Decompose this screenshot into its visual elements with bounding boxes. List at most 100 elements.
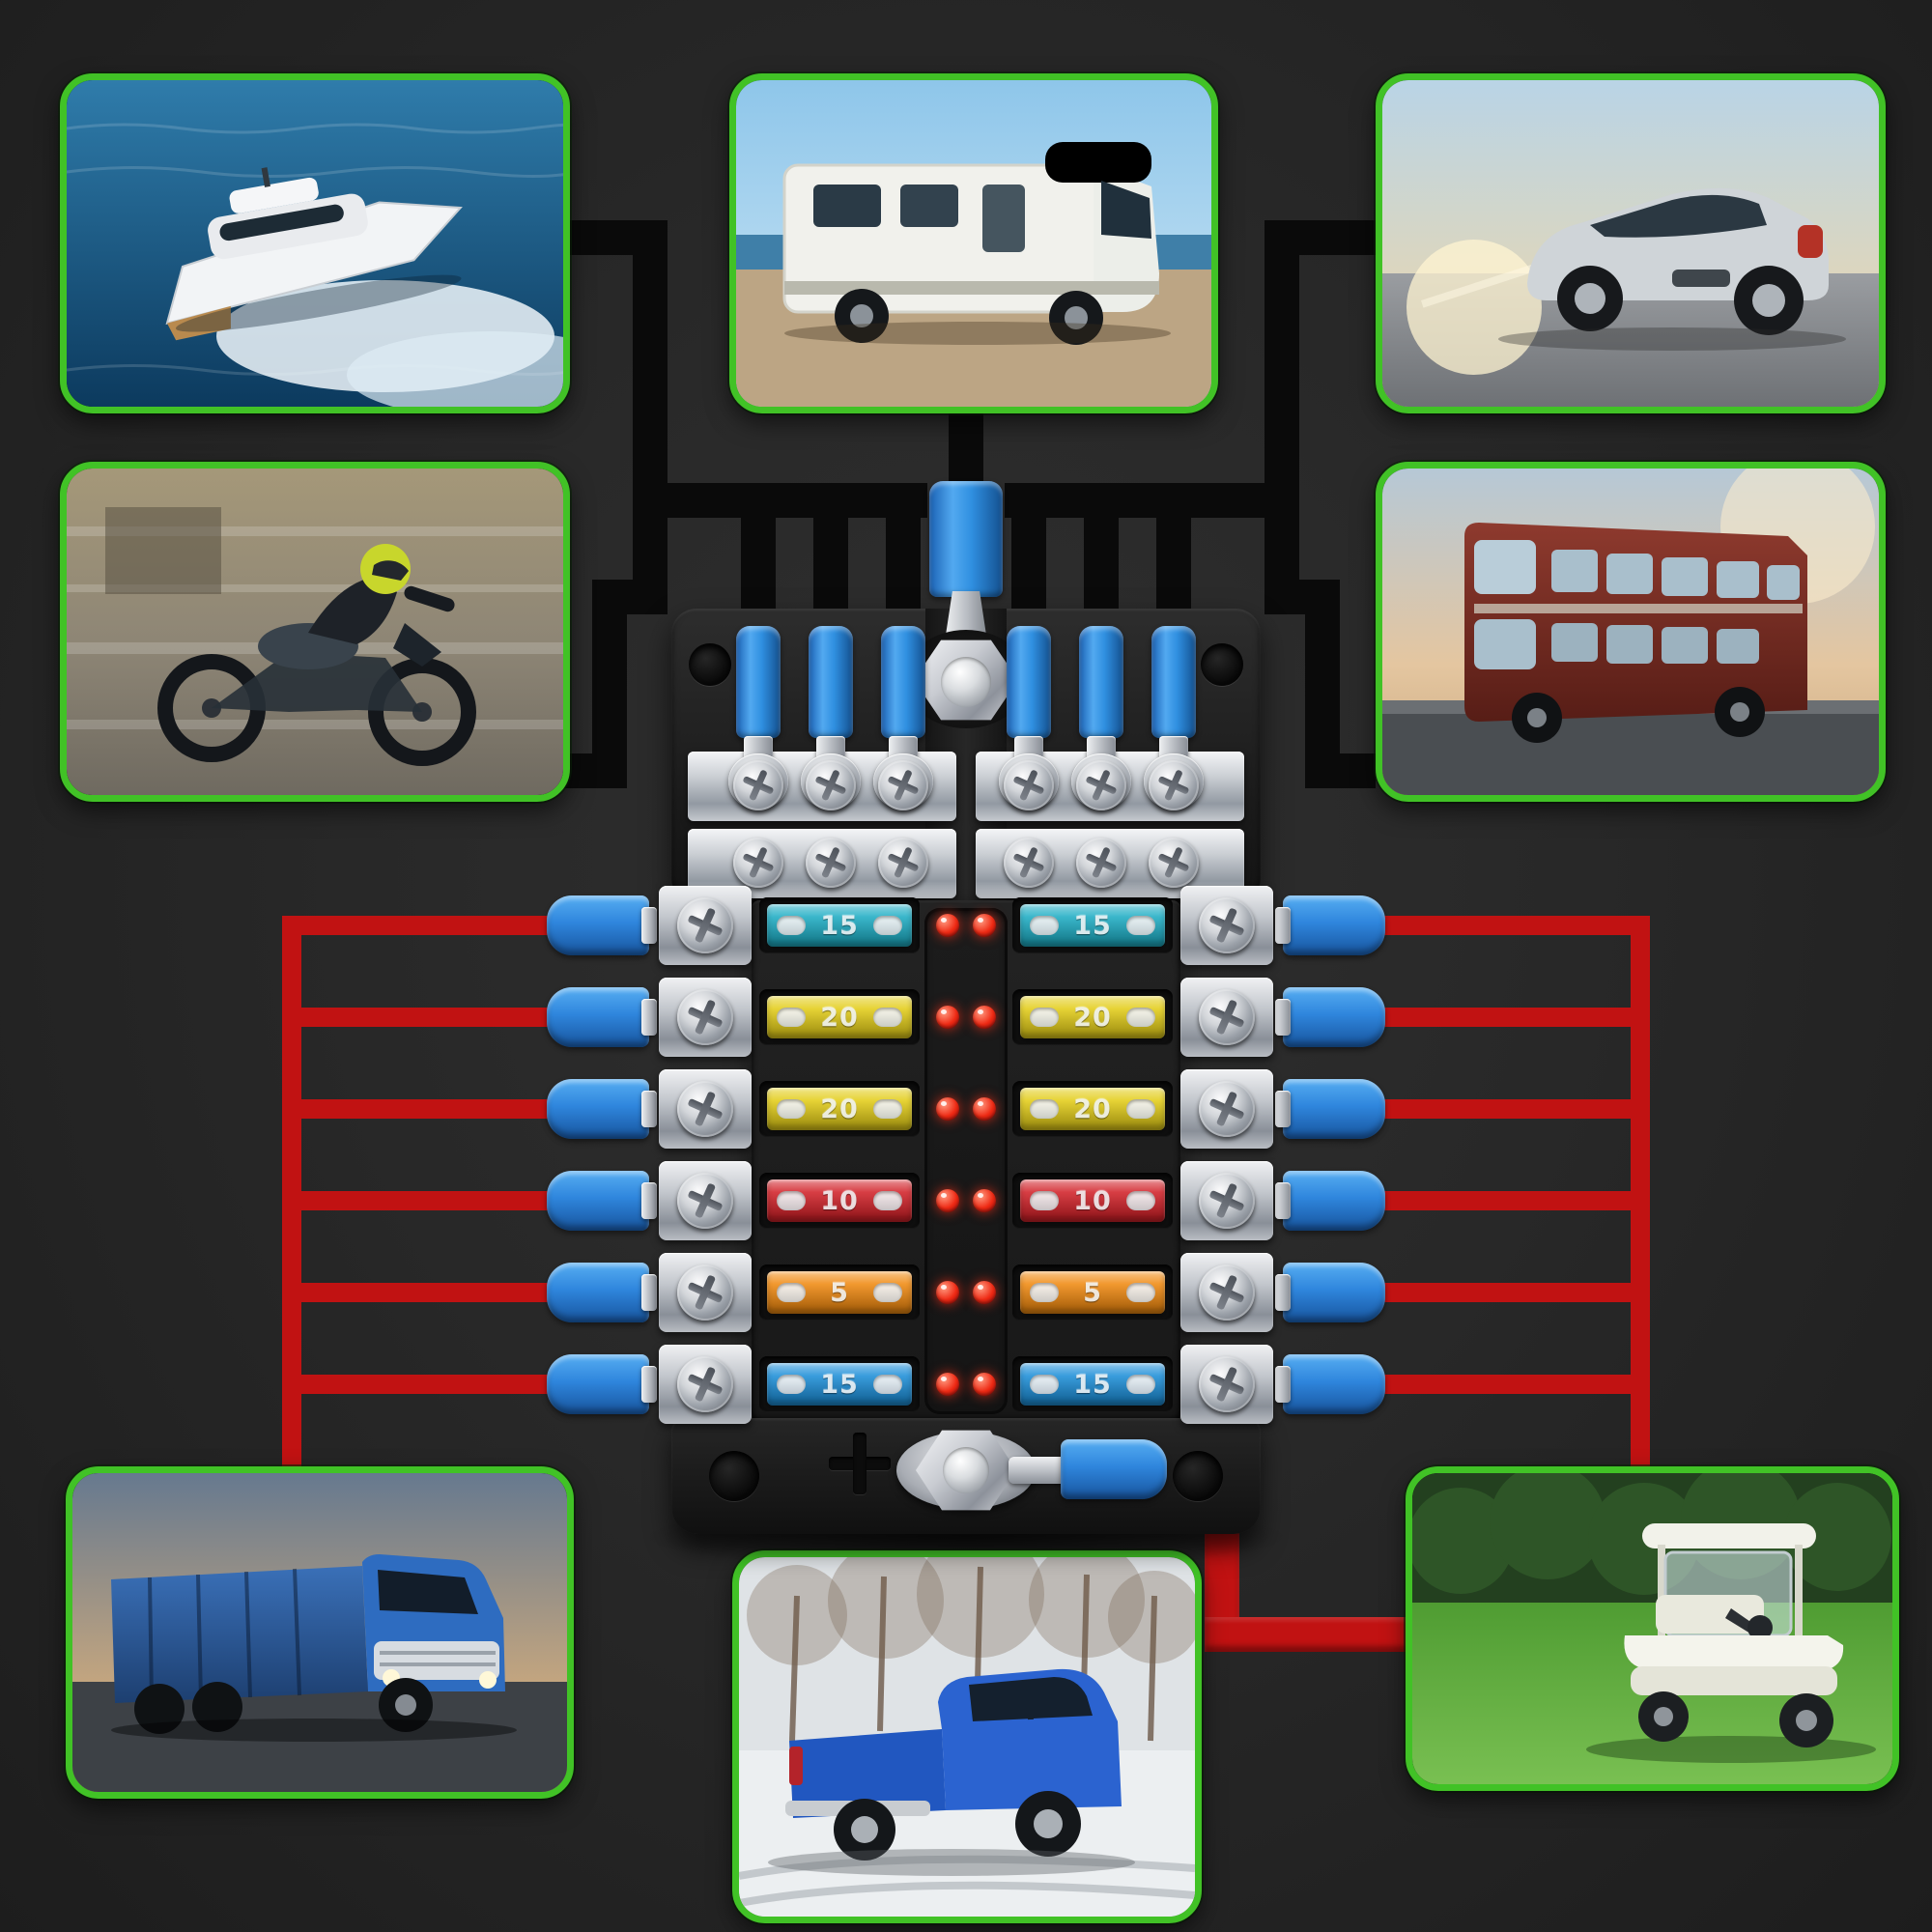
- fuse-blade-window: [1030, 1375, 1059, 1394]
- fuse-amp-rating: 15: [1073, 1369, 1112, 1400]
- fuse-slot-right-6: [1012, 1356, 1173, 1412]
- truck-photo: [72, 1473, 567, 1792]
- tree-crowns: [747, 1557, 1195, 1665]
- side-crimp-right-6: [1275, 1366, 1291, 1403]
- terminal-screw-right-3: [1199, 1081, 1255, 1137]
- busbar-screw-b-3: [878, 838, 928, 888]
- side-terminal-sleeve-right-2: [1283, 987, 1385, 1047]
- led-indicator-strip: [924, 908, 1008, 1414]
- rv-motorhome: [782, 142, 1171, 345]
- terminal-screw-left-4: [677, 1173, 733, 1229]
- busbar-screw-b-2: [806, 838, 856, 888]
- side-terminal-sleeve-left-4: [547, 1171, 649, 1231]
- busbar-screw-a-1: [733, 760, 783, 810]
- side-terminal-sleeve-right-5: [1283, 1263, 1385, 1322]
- top-terminal-sleeve-1: [736, 626, 781, 738]
- fuse-left-3: 20: [767, 1088, 912, 1130]
- status-led-right-4: [973, 1189, 996, 1212]
- car: [1498, 187, 1846, 351]
- power-branch-right-6: [1379, 1375, 1650, 1394]
- fuse-blade-window: [1126, 916, 1155, 935]
- fuse-slot-right-2: [1012, 989, 1173, 1045]
- stud-hex-nut-bottom: [916, 1430, 1016, 1511]
- terminal-block-left-6: [659, 1345, 752, 1424]
- fuse-amp-rating: 5: [1083, 1277, 1102, 1308]
- fuse-left-5: 5: [767, 1271, 912, 1314]
- side-terminal-sleeve-left-3: [547, 1079, 649, 1139]
- battery-input-crimp: [945, 591, 987, 641]
- terminal-block-left-3: [659, 1069, 752, 1149]
- fuse-blade-window: [873, 1191, 902, 1210]
- status-led-left-1: [936, 914, 959, 937]
- fuse-amp-rating: 10: [820, 1185, 859, 1216]
- busbar-screw-a-2: [806, 760, 856, 810]
- power-branch-left-5: [282, 1283, 553, 1302]
- terminal-screw-left-5: [677, 1264, 733, 1321]
- sun-glare: [1406, 240, 1542, 375]
- building-blur: [105, 507, 221, 594]
- busbar-screw-a-6: [1149, 760, 1199, 810]
- boat-photo: [67, 80, 563, 407]
- status-led-left-6: [936, 1373, 959, 1396]
- fusebox-center-divider: [925, 609, 1007, 903]
- fuse-blade-window: [1030, 1283, 1059, 1302]
- side-terminal-sleeve-right-3: [1283, 1079, 1385, 1139]
- side-crimp-left-4: [641, 1182, 657, 1219]
- vehicle-image-pickup: [732, 1550, 1202, 1923]
- stud-gasket: [904, 630, 1028, 728]
- ring-terminal-pad-6: [1144, 753, 1204, 810]
- fuse-left-6: 15: [767, 1363, 912, 1406]
- fuse-amp-rating: 10: [1073, 1185, 1112, 1216]
- top-terminal-crimp-6: [1159, 736, 1188, 759]
- busbar-screw-b-6: [1149, 838, 1199, 888]
- fuse-blade-window: [1030, 916, 1059, 935]
- fuse-amp-rating: 15: [820, 1369, 859, 1400]
- grille-slats: [380, 1651, 496, 1666]
- busbar-screw-b-5: [1076, 838, 1126, 888]
- power-branch-right-1: [1379, 916, 1650, 935]
- fuse-amp-rating: 20: [1073, 1094, 1112, 1124]
- fuse-right-3: 20: [1020, 1088, 1165, 1130]
- side-windows-upper: [1551, 550, 1800, 600]
- terminal-screw-left-2: [677, 989, 733, 1045]
- ground-branch-5: [1084, 483, 1119, 638]
- tarp-ribs: [148, 1568, 301, 1702]
- fusebox-body: [752, 900, 1180, 1422]
- terminal-screw-right-6: [1199, 1356, 1255, 1412]
- top-terminal-crimp-1: [744, 736, 773, 759]
- fuse-right-1: 15: [1020, 904, 1165, 947]
- ring-terminal-pad-1: [728, 753, 788, 810]
- fuse-right-2: 20: [1020, 996, 1165, 1038]
- tire-tracks: [739, 1855, 1195, 1907]
- ground-branch-1: [741, 483, 776, 638]
- fuse-blade-window: [1126, 1008, 1155, 1027]
- side-crimp-right-2: [1275, 999, 1291, 1036]
- ring-terminal-pad-4: [999, 753, 1059, 810]
- top-terminal-sleeve-6: [1151, 626, 1196, 738]
- wake-foam-2: [347, 331, 563, 407]
- ring-terminal-pad-2: [801, 753, 861, 810]
- terminal-block-left-1: [659, 886, 752, 965]
- vehicle-image-boat: [60, 73, 570, 413]
- vehicle-image-golf-cart: [1406, 1466, 1899, 1791]
- power-branch-left-6: [282, 1375, 553, 1394]
- fuse-blade-window: [777, 1191, 806, 1210]
- terminal-screw-right-1: [1199, 897, 1255, 953]
- side-crimp-left-3: [641, 1091, 657, 1127]
- fuse-blade-window: [777, 916, 806, 935]
- side-terminal-sleeve-left-2: [547, 987, 649, 1047]
- fuse-slot-left-2: [759, 989, 920, 1045]
- terminal-screw-right-5: [1199, 1264, 1255, 1321]
- terminal-block-right-4: [1180, 1161, 1273, 1240]
- battery-wire-h2: [1205, 1617, 1409, 1652]
- side-crimp-right-4: [1275, 1182, 1291, 1219]
- ring-terminal-pad-3: [873, 753, 933, 810]
- power-branch-left-2: [282, 1008, 553, 1027]
- fuse-right-4: 10: [1020, 1179, 1165, 1222]
- busbar-plate-b-right: [976, 829, 1244, 898]
- fuse-blade-window: [1030, 1191, 1059, 1210]
- ground-wire-car-h: [1264, 220, 1376, 255]
- fuse-blade-window: [1030, 1099, 1059, 1119]
- motorcycle-photo: [67, 469, 563, 795]
- status-led-right-3: [973, 1097, 996, 1121]
